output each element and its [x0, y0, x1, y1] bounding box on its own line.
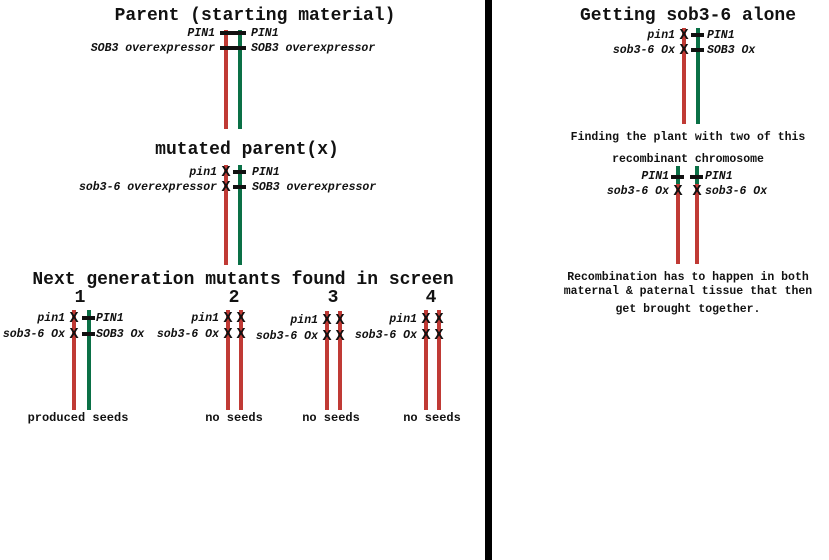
- locus-dash: [82, 332, 95, 336]
- x-mark-icon: X: [69, 310, 79, 327]
- locus-label-right: sob3-6 Ox: [705, 185, 768, 198]
- screen-section-title: Next generation mutants found in screen: [32, 270, 454, 290]
- screen4-chromosome-red-a: [424, 310, 428, 410]
- column-number: 3: [327, 288, 339, 308]
- locus-label-right: PIN1: [707, 29, 735, 42]
- note-line1: Recombination has to happen in both: [567, 271, 809, 284]
- getting-chromosome-green: [696, 28, 700, 124]
- locus-label-left: sob3-6 Ox: [255, 330, 318, 343]
- locus-label-left: pin1: [290, 314, 318, 327]
- screen4-chromosome-red-b: [437, 310, 441, 410]
- locus-label-right: PIN1: [251, 27, 279, 40]
- x-mark-icon: X: [322, 328, 332, 345]
- x-mark-icon: X: [421, 311, 431, 328]
- mutated-chromosome-green: [238, 165, 242, 265]
- locus-dash: [220, 31, 233, 35]
- locus-label-right: PIN1: [96, 312, 124, 325]
- locus-label-right: PIN1: [252, 166, 280, 179]
- locus-label-right: SOB3 overexpressor: [252, 181, 377, 194]
- column-number: 2: [228, 288, 240, 308]
- getting-section-title: Getting sob3-6 alone: [579, 6, 797, 26]
- locus-dash: [233, 31, 246, 35]
- parent-chromosome-red: [224, 30, 228, 129]
- locus-label-left: pin1: [189, 166, 217, 179]
- x-mark-icon: X: [434, 327, 444, 344]
- x-mark-icon: X: [673, 183, 683, 200]
- locus-label-left: pin1: [37, 312, 65, 325]
- x-mark-icon: X: [421, 327, 431, 344]
- screen3-chromosome-red-b: [338, 311, 342, 410]
- locus-label-left: PIN1: [641, 170, 669, 183]
- result-label: produced seeds: [27, 411, 129, 425]
- note-line2: maternal & paternal tissue that then: [563, 285, 813, 298]
- x-mark-icon: X: [679, 42, 689, 59]
- column-number: 1: [74, 288, 86, 308]
- getting-chromosome-red: [682, 28, 686, 124]
- x-mark-icon: X: [434, 311, 444, 328]
- x-mark-icon: X: [221, 179, 231, 196]
- locus-dash: [671, 175, 684, 179]
- locus-label-right: PIN1: [705, 170, 733, 183]
- locus-dash: [233, 170, 246, 174]
- screen1-chromosome-green: [87, 310, 91, 410]
- locus-dash: [233, 46, 246, 50]
- panel-divider: [485, 0, 492, 560]
- locus-label-left: SOB3 overexpressor: [90, 42, 215, 55]
- locus-dash: [233, 185, 246, 189]
- locus-label-left: pin1: [389, 313, 417, 326]
- locus-label-right: SOB3 overexpressor: [251, 42, 376, 55]
- x-mark-icon: X: [69, 326, 79, 343]
- locus-label-left: pin1: [647, 29, 675, 42]
- screen1-chromosome-red: [72, 310, 76, 410]
- locus-label-left: sob3-6 overexpressor: [78, 181, 217, 194]
- result-label: no seeds: [403, 411, 461, 425]
- locus-label-left: sob3-6 Ox: [354, 329, 417, 342]
- x-mark-icon: X: [236, 326, 246, 343]
- parent-section-title: Parent (starting material): [114, 6, 396, 26]
- mutated-parent-title: mutated parent(x): [155, 140, 339, 160]
- locus-label-left: sob3-6 Ox: [612, 44, 675, 57]
- x-mark-icon: X: [223, 326, 233, 343]
- parent-chromosome-green: [238, 30, 242, 129]
- x-mark-icon: X: [223, 310, 233, 327]
- x-mark-icon: X: [322, 312, 332, 329]
- locus-dash: [220, 46, 233, 50]
- finding-caption-line2: recombinant chromosome: [612, 153, 764, 166]
- screen2-chromosome-red-a: [226, 310, 230, 410]
- locus-label-right: SOB3 Ox: [707, 44, 756, 57]
- locus-dash: [82, 316, 95, 320]
- locus-label-left: sob3-6 Ox: [156, 328, 219, 341]
- x-mark-icon: X: [679, 27, 689, 44]
- locus-label-left: sob3-6 Ox: [2, 328, 65, 341]
- locus-label-left: PIN1: [187, 27, 215, 40]
- result-label: no seeds: [205, 411, 263, 425]
- result-label: no seeds: [302, 411, 360, 425]
- x-mark-icon: X: [221, 164, 231, 181]
- finding-caption-line1: Finding the plant with two of this: [570, 131, 806, 144]
- locus-label-left: pin1: [191, 312, 219, 325]
- recombinant-a-red-segment: [676, 184, 680, 264]
- locus-dash: [691, 48, 704, 52]
- screen3-chromosome-red-a: [325, 311, 329, 410]
- x-mark-icon: X: [335, 312, 345, 329]
- locus-label-left: sob3-6 Ox: [606, 185, 669, 198]
- mutated-chromosome-red: [224, 165, 228, 265]
- x-mark-icon: X: [236, 310, 246, 327]
- x-mark-icon: X: [692, 183, 702, 200]
- recombinant-b-red-segment: [695, 184, 699, 264]
- x-mark-icon: X: [335, 328, 345, 345]
- note-line3: get brought together.: [615, 303, 761, 316]
- locus-dash: [691, 33, 704, 37]
- locus-dash: [690, 175, 703, 179]
- screen2-chromosome-red-b: [239, 310, 243, 410]
- column-number: 4: [425, 288, 437, 308]
- locus-label-right: SOB3 Ox: [96, 328, 145, 341]
